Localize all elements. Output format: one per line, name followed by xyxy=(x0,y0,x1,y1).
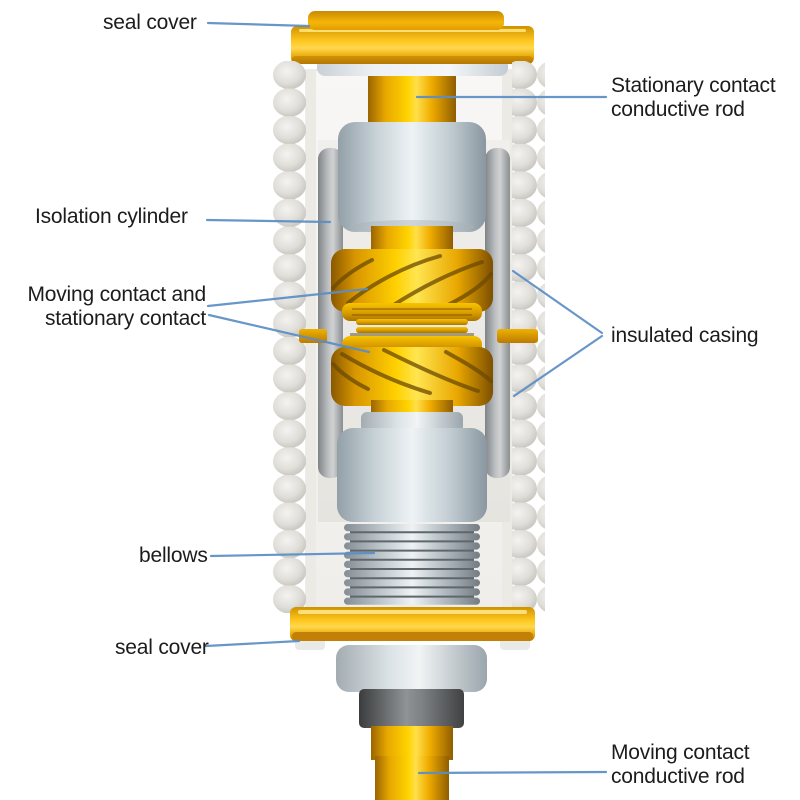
moving-rod-graphic xyxy=(336,645,487,800)
contacts-graphic xyxy=(331,226,493,428)
label-insulated-casing: insulated casing xyxy=(611,324,759,347)
label-line: conductive rod xyxy=(611,765,745,788)
leader-lines xyxy=(204,21,608,775)
leader-moving-contact xyxy=(206,287,369,308)
upper-contact-cap xyxy=(338,122,486,234)
leader-isolation-cylinder xyxy=(205,218,332,224)
seal-cover-bottom-graphic xyxy=(290,607,535,650)
leader-insulated-casing-upper xyxy=(511,269,604,335)
leader-stationary-contact xyxy=(207,313,371,354)
leader-moving-rod xyxy=(417,770,608,775)
contact-flange-tabs xyxy=(299,329,538,343)
lower-contact-cap xyxy=(337,412,487,522)
label-bellows: bellows xyxy=(139,544,208,567)
label-seal-cover-bottom: seal cover xyxy=(115,636,209,659)
leader-insulated-casing-lower xyxy=(512,334,604,398)
label-seal-cover-top: seal cover xyxy=(103,11,197,34)
leader-seal-cover-top xyxy=(206,21,311,28)
leader-seal-cover-bottom xyxy=(204,639,301,648)
seal-cover-top-graphic xyxy=(291,11,534,76)
label-isolation-cylinder: Isolation cylinder xyxy=(35,205,188,228)
leader-bellows xyxy=(209,551,376,558)
label-line: Moving contact and xyxy=(27,283,206,306)
label-line: Moving contact xyxy=(611,741,750,764)
label-stationary-contact-rod: Stationary contact conductive rod xyxy=(611,74,776,122)
label-line: conductive rod xyxy=(611,98,745,121)
label-line: stationary contact xyxy=(45,307,206,330)
label-moving-stationary-contact: Moving contact and stationary contact xyxy=(18,283,206,331)
label-line: Stationary contact xyxy=(611,74,776,97)
stationary-rod-graphic xyxy=(368,72,456,130)
label-moving-contact-rod: Moving contact conductive rod xyxy=(611,741,750,789)
bellows-graphic xyxy=(344,524,480,605)
